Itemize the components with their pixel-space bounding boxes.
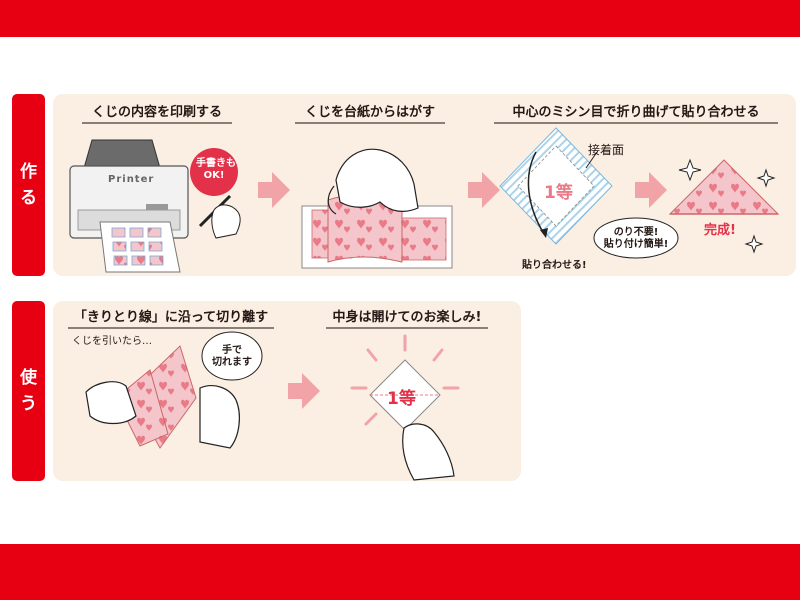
fold-bubble <box>593 217 679 259</box>
printer-illustration <box>69 139 189 273</box>
adhesive-surface-label: 接着面 <box>588 143 625 157</box>
step-tear-title: 「きりとり線」に沿って切り離す <box>68 306 274 329</box>
tear-bubble-text: 手で 切れます <box>212 345 252 368</box>
step-fold-title: 中心のミシン目で折り曲げて貼り合わせる <box>494 101 778 124</box>
tear-illustration <box>85 345 240 449</box>
top-red-band <box>0 0 800 37</box>
section-tab-make: 作 る <box>12 94 45 276</box>
print-bubble-text: 手書きも OK! <box>196 158 236 181</box>
section-tab-make-char2: る <box>20 188 37 208</box>
step-print-title: くじの内容を印刷する <box>82 101 232 124</box>
peel-illustration <box>301 148 453 269</box>
fold-ticket-text: 1等 <box>544 183 573 203</box>
after-pull-label: くじを引いたら… <box>72 336 152 347</box>
section-tab-use-char2: う <box>20 394 37 414</box>
hand-pen-illustration <box>198 194 241 239</box>
stick-together-label: 貼り合わせる! <box>522 260 587 271</box>
open-illustration <box>350 334 460 481</box>
tear-bubble <box>201 331 263 381</box>
section-tab-use-char1: 使 <box>20 368 37 388</box>
step-arrows <box>258 172 667 409</box>
bottom-red-band <box>0 544 800 600</box>
open-ticket-text: 1等 <box>387 389 416 409</box>
printer-brand-label: Printer <box>108 174 155 185</box>
print-bubble <box>190 148 238 196</box>
completed-illustration <box>668 158 780 254</box>
step-peel-title: くじを台紙からはがす <box>295 101 445 124</box>
completed-label: 完成! <box>704 223 736 238</box>
section-tab-use: 使 う <box>12 301 45 481</box>
fold-bubble-text: のり不要! 貼り付け簡単! <box>603 227 669 250</box>
fold-illustration <box>499 127 613 245</box>
section-tab-make-char1: 作 <box>20 162 37 182</box>
step-open-title: 中身は開けてのお楽しみ! <box>326 306 488 329</box>
